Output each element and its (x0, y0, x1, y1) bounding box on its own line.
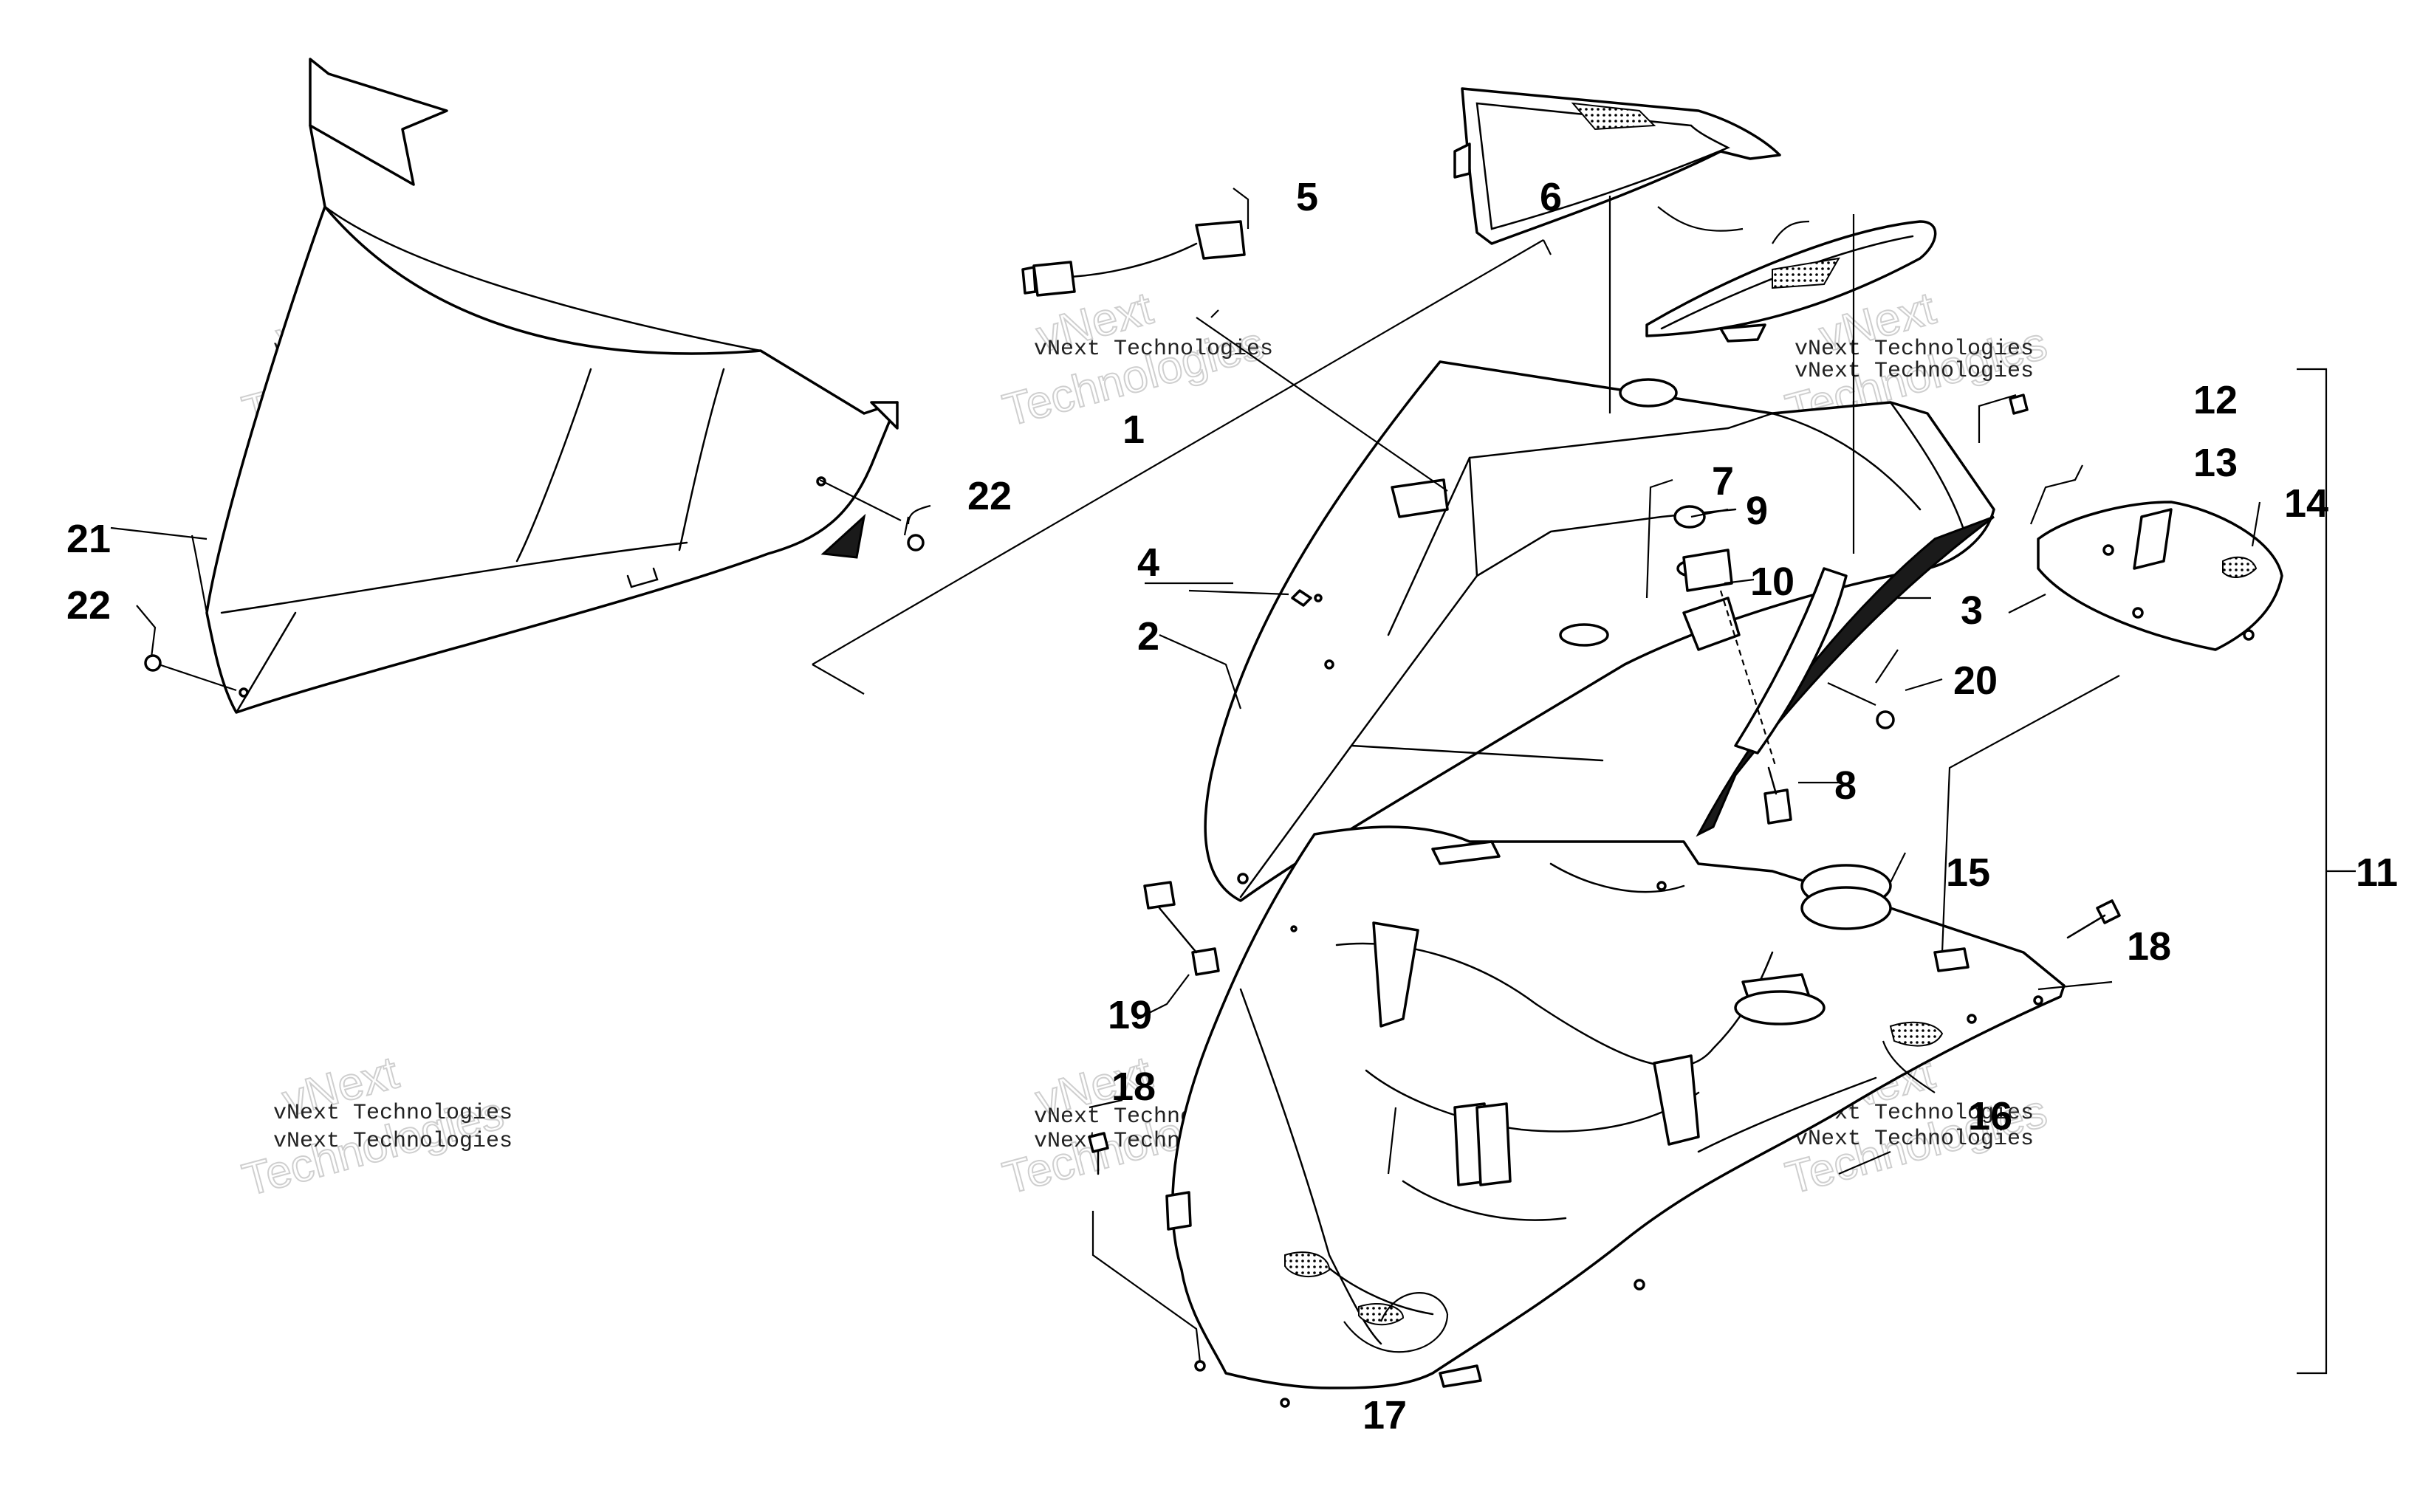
callout-6: 6 (1540, 175, 1562, 219)
watermark-small-2: vNext Technologies (1034, 337, 1273, 362)
watermark-small-3: vNext Technologies (1795, 337, 2034, 362)
nose-pan-part (1165, 825, 2066, 1408)
screw-part (144, 394, 2121, 1175)
wire-harness-part (1021, 220, 1246, 297)
callout-20: 20 (1953, 659, 1998, 703)
callout-12: 12 (2193, 378, 2238, 422)
leader-lines (110, 188, 2356, 1375)
callout-22-left: 22 (66, 583, 111, 628)
callout-18-right: 18 (2127, 924, 2171, 969)
watermark-small-4: vNext Technologies (273, 1101, 513, 1126)
toggle-switch-part (1763, 766, 1792, 825)
callout-17: 17 (1362, 1393, 1407, 1437)
decal-part (1682, 549, 1733, 592)
windshield-part (205, 58, 899, 714)
window-lens-part (1453, 87, 1937, 343)
callout-10: 10 (1750, 560, 1795, 604)
callout-3: 3 (1961, 588, 1983, 633)
callout-21: 21 (66, 517, 111, 561)
watermark-small-3b: vNext Technologies (1795, 359, 2034, 384)
callout-13: 13 (2193, 441, 2238, 485)
callout-11: 11 (2356, 850, 2398, 895)
callout-1: 1 (1122, 408, 1145, 452)
knob-part (1143, 881, 1220, 976)
callout-16: 16 (1968, 1094, 2012, 1138)
callout-15: 15 (1946, 850, 1990, 895)
grommet-part (1619, 378, 1706, 529)
callout-4: 4 (1137, 540, 1159, 585)
callout-7: 7 (1712, 459, 1734, 504)
callout-9: 9 (1746, 489, 1768, 533)
upper-hood-part (1204, 360, 1995, 902)
watermark-small-6b: vNext Technologies (1795, 1127, 2034, 1152)
callout-2: 2 (1137, 614, 1159, 659)
callout-8: 8 (1834, 763, 1857, 808)
callout-19: 19 (1108, 993, 1152, 1037)
headlight-part (1734, 864, 1892, 1025)
bracket-part (2037, 501, 2283, 651)
callout-labels: 1 2 3 4 5 6 7 8 9 10 11 12 13 14 15 16 1… (66, 175, 2398, 1437)
callout-22-right: 22 (967, 474, 1012, 518)
callout-18-left: 18 (1111, 1065, 1156, 1109)
callout-14: 14 (2284, 481, 2328, 526)
callout-5: 5 (1296, 175, 1318, 219)
watermark-small-4b: vNext Technologies (273, 1129, 513, 1154)
